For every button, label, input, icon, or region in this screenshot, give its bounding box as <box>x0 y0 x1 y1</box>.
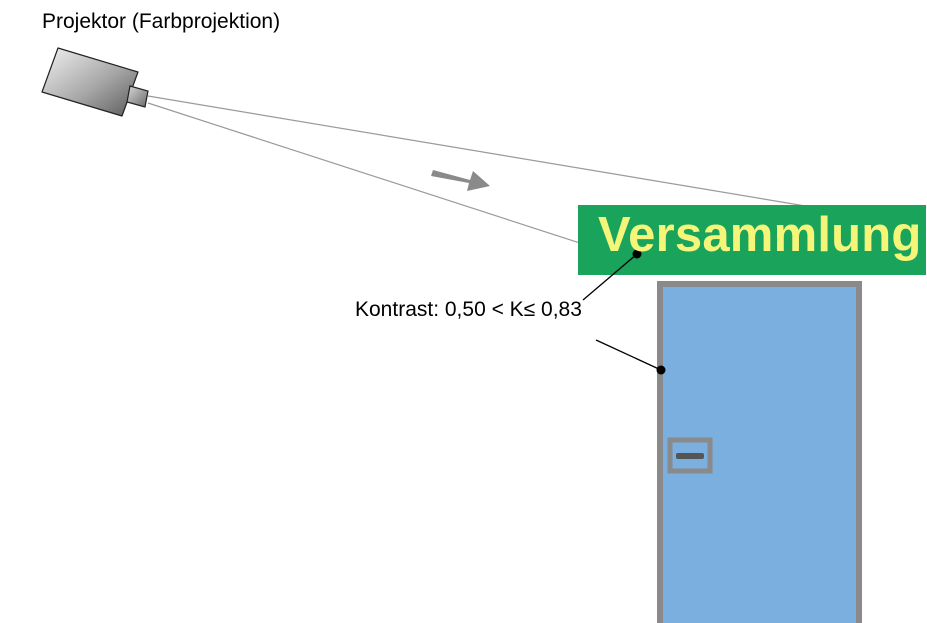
projection-beam <box>147 95 926 257</box>
contrast-leader-lines <box>582 249 666 375</box>
direction-arrow-icon <box>431 170 490 191</box>
leader-dot-sign <box>632 249 642 259</box>
leader-line-door <box>595 339 662 371</box>
projector-body <box>41 47 139 117</box>
projector-lens <box>126 85 149 108</box>
projector-label: Projektor (Farbprojektion) <box>42 10 281 33</box>
sign-panel <box>578 205 926 275</box>
door <box>657 281 862 623</box>
contrast-label: Kontrast: 0,50 < K≤ 0,83 <box>355 298 582 321</box>
sign-text: Versammlung <box>598 208 922 262</box>
beam-line-lower <box>147 102 621 257</box>
door-handle-icon <box>676 453 704 459</box>
leader-line-sign <box>582 253 638 301</box>
projector-icon <box>41 47 149 117</box>
beam-line-upper <box>147 95 926 227</box>
leader-dot-door <box>656 365 666 375</box>
